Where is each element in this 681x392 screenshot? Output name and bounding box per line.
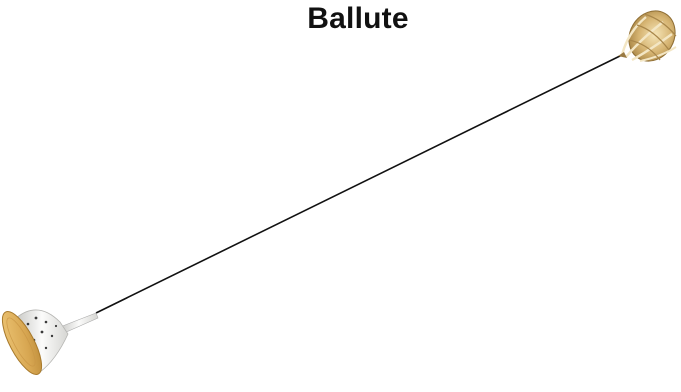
tether-line xyxy=(96,55,622,313)
spacecraft-icon xyxy=(0,306,98,379)
ballute-icon xyxy=(618,2,681,69)
